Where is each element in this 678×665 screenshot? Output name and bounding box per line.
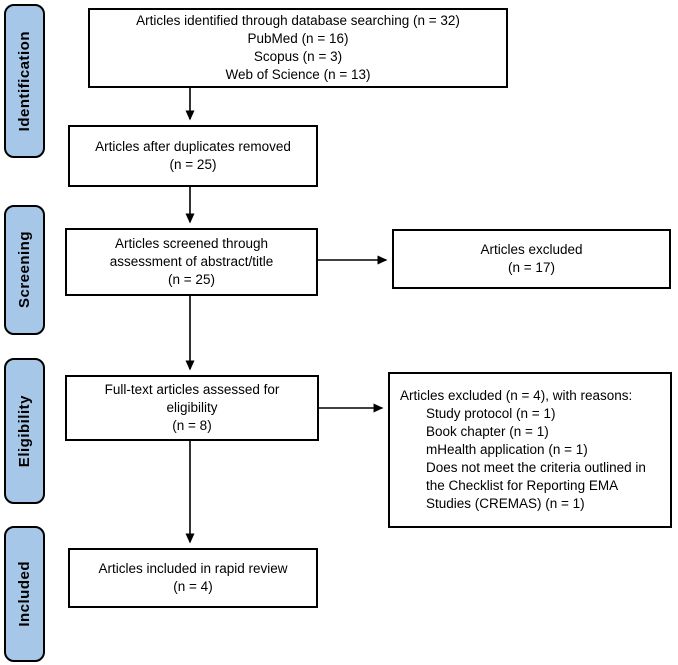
box-text-line: Articles excluded (480, 242, 583, 257)
exclusion-header: Articles excluded (n = 4), with reasons: (400, 388, 633, 403)
box-text-line: (n = 25) (168, 272, 215, 287)
box-text-line: (n = 17) (508, 260, 555, 275)
box-text-line: assessment of abstract/title (109, 254, 274, 269)
box-text-line: Articles included in rapid review (98, 561, 288, 576)
box-fulltext-assessed: Full-text articles assessed for eligibil… (65, 375, 319, 441)
box-text-line: (n = 4) (173, 579, 213, 594)
box-articles-identified: Articles identified through database sea… (88, 8, 508, 88)
stage-label-text: Included (16, 561, 33, 627)
box-articles-included: Articles included in rapid review (n = 4… (68, 548, 318, 608)
exclusion-reason: Book chapter (n = 1) (426, 424, 549, 439)
box-articles-screened: Articles screened through assessment of … (65, 228, 318, 296)
stage-label-identification: Identification (4, 4, 45, 158)
box-text-line: Full-text articles assessed for (104, 382, 280, 397)
exclusion-reason: Does not meet the criteria outlined in t… (426, 460, 646, 511)
box-text-line: PubMed (n = 16) (247, 31, 349, 46)
box-after-duplicates-removed: Articles after duplicates removed (n = 2… (68, 125, 318, 187)
stage-label-text: Identification (16, 30, 33, 132)
stage-label-text: Eligibility (16, 394, 33, 468)
stage-label-included: Included (4, 526, 45, 662)
box-articles-excluded-fulltext: Articles excluded (n = 4), with reasons:… (388, 372, 672, 528)
box-text-line: eligibility (166, 400, 218, 415)
box-articles-excluded-screening: Articles excluded (n = 17) (392, 229, 671, 289)
exclusion-reason: Study protocol (n = 1) (426, 406, 556, 421)
box-text-line: (n = 8) (172, 418, 212, 433)
stage-label-text: Screening (16, 231, 33, 309)
box-text-line: Web of Science (n = 13) (225, 67, 371, 82)
stage-label-eligibility: Eligibility (4, 358, 45, 504)
box-text-line: Articles identified through database sea… (136, 13, 460, 28)
box-text-line: Articles screened through (114, 236, 269, 251)
box-text-line: Articles after duplicates removed (95, 139, 291, 154)
exclusion-reason: mHealth application (n = 1) (426, 442, 588, 457)
box-text-line: (n = 25) (169, 157, 217, 172)
box-text-line: Scopus (n = 3) (253, 49, 343, 64)
stage-label-screening: Screening (4, 205, 45, 335)
